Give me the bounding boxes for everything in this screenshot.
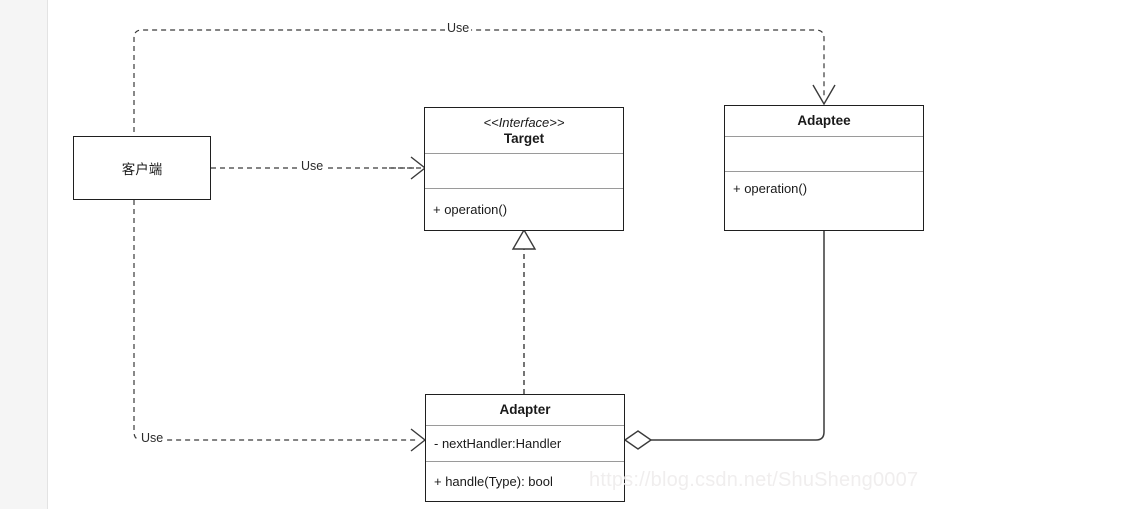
adapter-operations-compartment: + handle(Type): bool: [426, 461, 624, 501]
adaptee-name: Adaptee: [797, 113, 851, 128]
diagram-canvas[interactable]: 客户端 <<Interface>> Target + operation() A…: [49, 0, 1127, 509]
target-title-compartment: <<Interface>> Target: [425, 108, 623, 153]
target-stereotype: <<Interface>>: [483, 114, 565, 130]
adaptee-operation-0: + operation(): [733, 181, 808, 196]
adaptee-attributes-compartment: [725, 136, 923, 171]
client-name: 客户端: [121, 162, 163, 177]
edge-label-client-to-adaptee: Use: [445, 21, 472, 35]
edge-client-to-adapter: [133, 200, 427, 452]
target-name: Target: [503, 130, 545, 146]
edge-adapter-realizes-target: [511, 228, 537, 394]
editor-left-gutter: [0, 0, 48, 509]
adapter-title-compartment: Adapter: [426, 395, 624, 425]
adaptee-operations-compartment: + operation(): [725, 171, 923, 228]
edge-client-to-adaptee: [133, 29, 836, 168]
adapter-attributes-compartment: - nextHandler:Handler: [426, 425, 624, 461]
edge-label-client-to-target: Use: [299, 159, 326, 173]
adaptee-title-compartment: Adaptee: [725, 106, 923, 136]
watermark-text: https://blog.csdn.net/ShuSheng0007: [589, 469, 919, 491]
adapter-attribute-0: - nextHandler:Handler: [434, 436, 562, 451]
target-operations-compartment: + operation(): [425, 188, 623, 230]
target-attributes-compartment: [425, 153, 623, 188]
class-box-client[interactable]: 客户端: [73, 136, 211, 200]
edge-label-client-to-adapter: Use: [139, 431, 166, 445]
adapter-operation-0: + handle(Type): bool: [434, 474, 553, 489]
class-box-adaptee[interactable]: Adaptee + operation(): [724, 105, 924, 231]
edge-adapter-aggregates-adaptee: [623, 182, 825, 450]
class-box-target[interactable]: <<Interface>> Target + operation(): [424, 107, 624, 231]
target-operation-0: + operation(): [433, 202, 508, 217]
client-title-compartment: 客户端: [74, 137, 210, 199]
adapter-name: Adapter: [499, 402, 551, 417]
class-box-adapter[interactable]: Adapter - nextHandler:Handler + handle(T…: [425, 394, 625, 502]
